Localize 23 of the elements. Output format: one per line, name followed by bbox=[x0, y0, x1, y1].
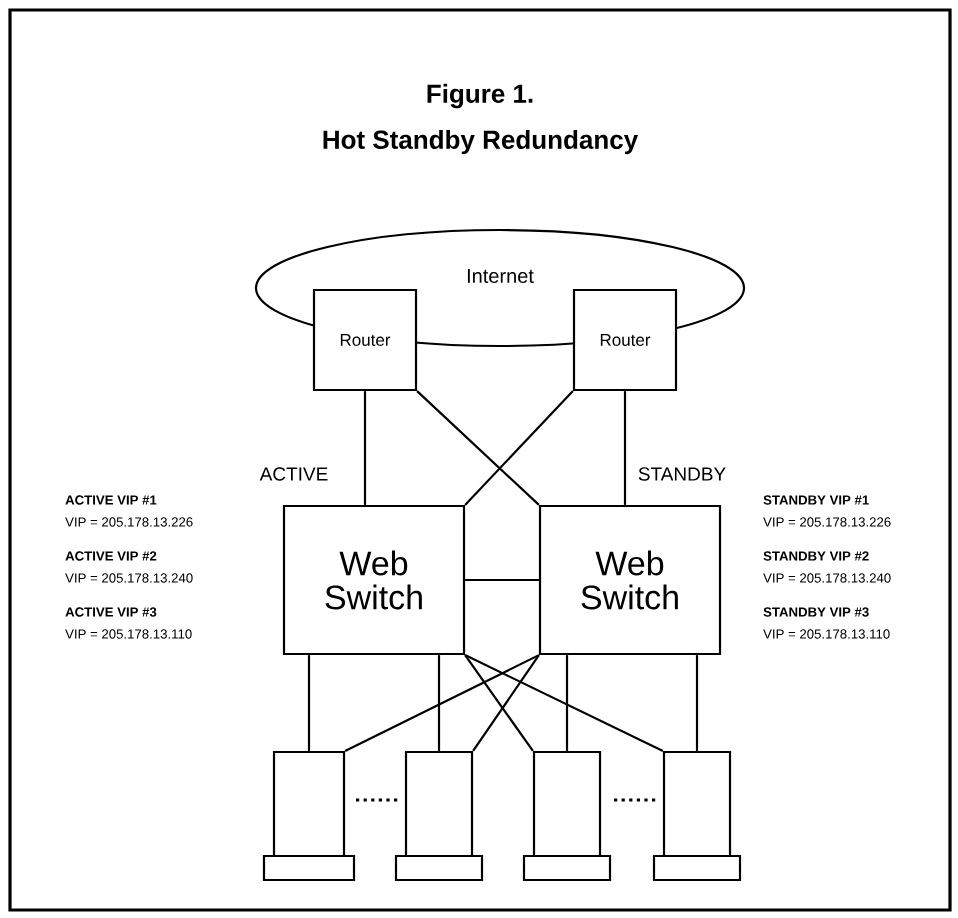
connector-line bbox=[344, 654, 540, 752]
switch-box: Web Switch bbox=[282, 504, 466, 656]
role-label: STANDBY bbox=[638, 467, 726, 481]
connector-line bbox=[565, 655, 569, 751]
connector-line bbox=[437, 655, 441, 751]
connector-line bbox=[416, 390, 540, 506]
connector-line bbox=[307, 655, 311, 751]
role-label: ACTIVE bbox=[259, 467, 328, 481]
router-box: Router bbox=[572, 288, 678, 392]
connector-line bbox=[464, 654, 664, 752]
connector-line bbox=[695, 655, 699, 751]
figure-number: Figure 1. bbox=[427, 83, 533, 109]
server-drawing bbox=[394, 750, 484, 882]
server-drawing bbox=[262, 750, 356, 882]
connector-line bbox=[465, 578, 539, 582]
connector-line bbox=[464, 390, 574, 506]
server-drawing bbox=[652, 750, 742, 882]
connector-line bbox=[363, 391, 367, 505]
title: Hot Standby Redundancy bbox=[323, 129, 639, 155]
router-box: Router bbox=[312, 288, 418, 392]
connector-line bbox=[623, 391, 627, 505]
switch-box: Web Switch bbox=[538, 504, 722, 656]
server-drawing bbox=[522, 750, 612, 882]
